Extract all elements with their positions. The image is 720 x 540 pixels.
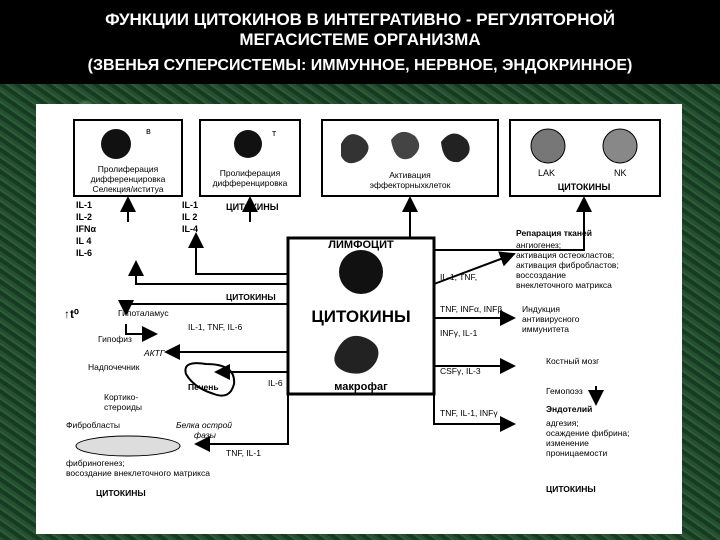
fibrinogenesis-label-1: фибриногенез; xyxy=(66,458,125,468)
hypophysis-label: Гипофиз xyxy=(98,334,132,344)
hemopoiesis-label: Гемопоэз xyxy=(546,386,583,396)
effector-cell-2-icon xyxy=(391,131,420,160)
temperature-label: ↑t⁰ xyxy=(64,307,79,321)
il1-tnf-il6-label: IL-1, TNF, IL-6 xyxy=(188,322,242,332)
effector-text-1: Активация xyxy=(389,170,431,180)
effector-cell-3-icon xyxy=(441,133,470,163)
central-cytokines-label: ЦИТОКИНЫ xyxy=(311,307,410,326)
lymphocyte-icon xyxy=(339,250,383,294)
tnf-il1-infy-label: TNF, IL-1, INFγ xyxy=(440,408,498,418)
b-list-item: IL-2 xyxy=(76,212,92,222)
il6-label: IL-6 xyxy=(268,378,283,388)
b-cell-text-1: Пролиферация xyxy=(98,164,159,174)
il1-tnf-label: IL-1, TNF, xyxy=(440,272,477,282)
effector-text-2: эффекторныхклеток xyxy=(370,180,451,190)
endothelium-item: адгезия; xyxy=(546,418,579,428)
b-cell-text-3: Селекция/иституа xyxy=(92,184,163,194)
macrophage-icon xyxy=(334,335,379,374)
lak-cell-icon xyxy=(530,128,566,164)
t-list-item: IL-1 xyxy=(182,200,198,210)
bone-marrow-label: Костный мозг xyxy=(546,356,599,366)
endothelium-item: изменение xyxy=(546,438,589,448)
repair-item: активация фибробластов; xyxy=(516,260,619,270)
corticosteroids-label-1: Кортико- xyxy=(104,392,138,402)
endothelium-item: осаждение фибрина; xyxy=(546,428,629,438)
t-cell-text-1: Пролиферация xyxy=(220,168,281,178)
slide-subtitle: (ЗВЕНЬЯ СУПЕРСИСТЕМЫ: ИММУННОЕ, НЕРВНОЕ,… xyxy=(87,57,633,74)
acute-phase-label-2: фазы xyxy=(194,430,217,440)
nk-cell-icon xyxy=(602,128,638,164)
arrow-hypophysis xyxy=(125,324,158,342)
liver-icon xyxy=(184,362,236,397)
t-list-item: IL-4 xyxy=(182,224,198,234)
arrow-hypothalamus xyxy=(118,300,288,316)
t-cell-icon xyxy=(234,130,262,158)
macrophage-label: макрофаг xyxy=(334,381,388,393)
adrenal-label: Надпочечник xyxy=(88,362,140,372)
b-cell-icon xyxy=(101,129,131,159)
antiviral-label-1: Индукция xyxy=(522,304,560,314)
slide-title-line2: МЕГАСИСТЕМЕ ОРГАНИЗМА xyxy=(239,30,481,49)
lak-nk-cytokines-label: ЦИТОКИНЫ xyxy=(558,182,611,192)
t-cytokines-label: ЦИТОКИНЫ xyxy=(226,202,279,212)
b-list-item: IL-1 xyxy=(76,200,92,210)
nk-label: NK xyxy=(614,168,627,178)
repair-item: воссоздание xyxy=(516,270,566,280)
fibroblasts-label: Фибробласты xyxy=(66,420,120,430)
fibroblast-icon xyxy=(75,435,181,457)
hypothalamus-label: Гипоталамус xyxy=(118,308,169,318)
effector-cell-1-icon xyxy=(341,134,369,164)
slide-title-line1: ФУНКЦИИ ЦИТОКИНОВ В ИНТЕГРАТИВНО - РЕГУЛ… xyxy=(105,10,615,29)
b-cell-letter: в xyxy=(146,126,151,136)
corticosteroids-label-2: стероиды xyxy=(104,402,142,412)
arrow-endothelium xyxy=(433,394,516,432)
liver-label: Печень xyxy=(188,382,219,392)
t-cell-letter: т xyxy=(272,128,276,138)
infy-il1-label: INFγ, IL-1 xyxy=(440,328,478,338)
fibrinogenesis-label-2: восоздание внеклеточного матрикса xyxy=(66,468,210,478)
bottom-left-cytokines-label: ЦИТОКИНЫ xyxy=(96,488,146,498)
b-list-item: IFNα xyxy=(76,224,96,234)
csf-il3-label: CSFγ, IL-3 xyxy=(440,366,481,376)
endothelium-item: проницаемости xyxy=(546,448,608,458)
antiviral-label-2: антивирусного xyxy=(522,314,580,324)
tnf-il1-label: TNF, IL-1 xyxy=(226,448,261,458)
title-bar: ФУНКЦИИ ЦИТОКИНОВ В ИНТЕГРАТИВНО - РЕГУЛ… xyxy=(0,0,720,84)
arrow-fibroblasts xyxy=(194,394,289,452)
lak-label: LAK xyxy=(538,168,555,178)
t-list-item: IL 2 xyxy=(182,212,197,222)
arrow-t-list xyxy=(188,232,288,275)
acute-phase-label-1: Белка острой xyxy=(176,420,232,430)
central-box xyxy=(286,236,436,396)
tnf-inf-label: TNF, INFα, INFβ xyxy=(440,304,502,314)
t-cell-text-2: дифференцировка xyxy=(213,178,288,188)
arrow-lak-nk xyxy=(434,196,592,251)
bottom-right-cytokines-label: ЦИТОКИНЫ xyxy=(546,484,596,494)
lymphocyte-label: ЛИМФОЦИТ xyxy=(328,239,394,251)
arrow-repair xyxy=(433,251,516,285)
b-list-item: IL-6 xyxy=(76,248,92,258)
endothelium-label: Эндотелий xyxy=(546,404,592,414)
acth-label: АКТГ xyxy=(143,348,166,358)
repair-item: активация остеокластов; xyxy=(516,250,614,260)
b-list-item: IL 4 xyxy=(76,236,91,246)
repair-item: ангиогенез; xyxy=(516,240,561,250)
cytokines-hypothalamus-label: ЦИТОКИНЫ xyxy=(226,292,276,302)
cytokine-diagram: в Пролиферация дифференцировка Селекция/… xyxy=(64,119,661,498)
diagram-panel: в Пролиферация дифференцировка Селекция/… xyxy=(36,104,682,534)
repair-title: Репарация тканей xyxy=(516,228,592,238)
arrow-b-list xyxy=(128,260,288,285)
antiviral-label-3: иммунитета xyxy=(522,324,569,334)
b-cell-text-2: дифференцировка xyxy=(91,174,166,184)
repair-item: внеклеточного матрикса xyxy=(516,280,612,290)
